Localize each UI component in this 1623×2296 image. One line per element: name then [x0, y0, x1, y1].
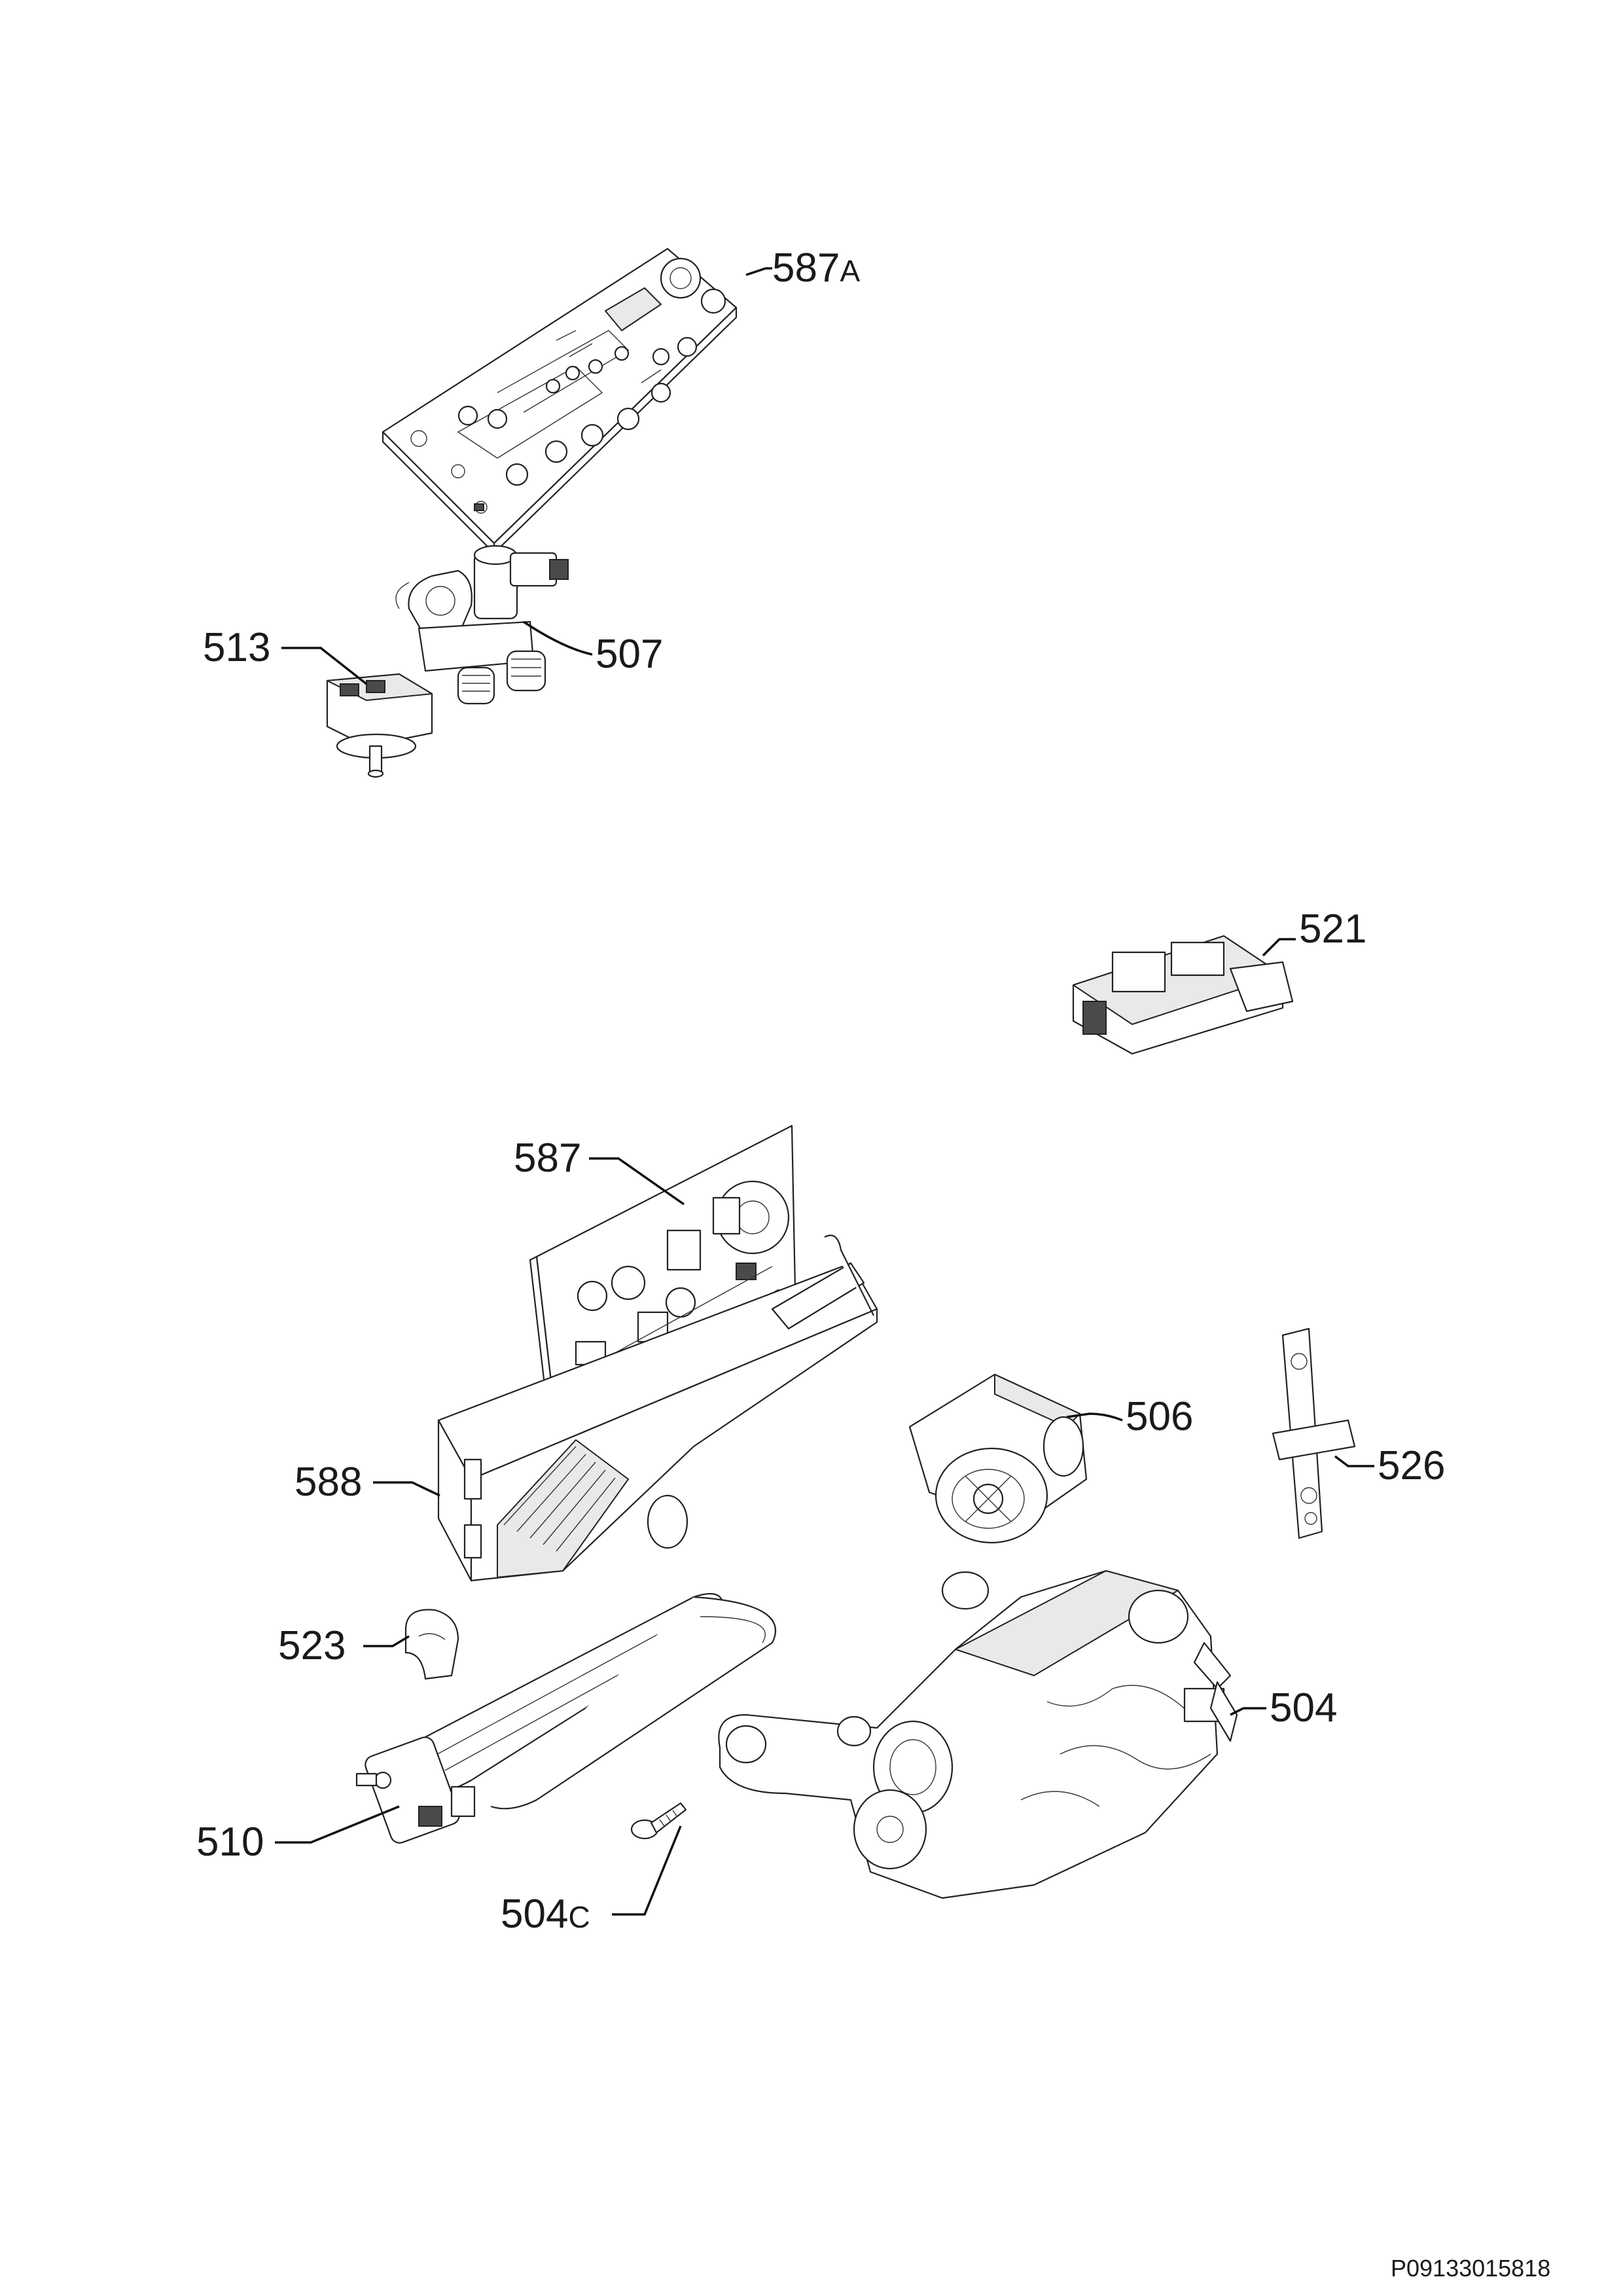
document-number: P09133015818 — [1391, 2255, 1550, 2282]
callout-labels: 587A 513 507 521 587 506 526 588 523 504… — [196, 245, 1445, 1937]
part-506-drain-pump — [908, 1373, 1088, 1544]
leader-587 — [589, 1157, 685, 1206]
part-507-inlet-valve — [395, 545, 569, 705]
part-504c-screw — [630, 1802, 687, 1840]
leader-587a — [745, 267, 772, 276]
part-526-bracket — [1272, 1327, 1356, 1539]
part-504-motor — [718, 1570, 1238, 1899]
callout-507: 507 — [596, 632, 663, 677]
callout-504c: 504C — [501, 1892, 590, 1937]
leader-513 — [281, 647, 368, 685]
part-588-heatsink-fins — [503, 1446, 616, 1552]
leader-lines — [275, 267, 1374, 1916]
callout-521: 521 — [1299, 906, 1366, 952]
part-513-pressure-switch — [326, 673, 433, 778]
leader-510 — [275, 1805, 400, 1844]
part-521-door-interlock — [1072, 935, 1294, 1055]
leader-506 — [1066, 1412, 1123, 1422]
part-587a-buttons — [457, 336, 698, 486]
leader-526 — [1334, 1455, 1374, 1467]
part-507-hose-connectors — [457, 650, 546, 705]
leader-588 — [373, 1481, 440, 1497]
callout-510: 510 — [196, 1820, 264, 1865]
leader-523 — [363, 1635, 410, 1647]
callout-587: 587 — [514, 1136, 581, 1181]
callout-504: 504 — [1270, 1685, 1337, 1731]
callout-588: 588 — [294, 1460, 362, 1505]
callout-513: 513 — [203, 625, 270, 670]
part-587a-interface-board — [382, 247, 738, 554]
leader-507 — [523, 620, 593, 656]
leader-504c — [612, 1825, 682, 1916]
leader-504 — [1230, 1707, 1266, 1716]
callout-587a: 587A — [772, 245, 860, 291]
callout-523: 523 — [278, 1623, 346, 1668]
callout-506: 506 — [1126, 1394, 1193, 1439]
part-523-clip — [404, 1609, 459, 1680]
part-504-wiring — [1020, 1685, 1211, 1807]
leader-521 — [1262, 938, 1296, 957]
part-587-power-board — [529, 1124, 796, 1431]
part-588-board-housing — [437, 1234, 878, 1582]
part-510-heating-element — [355, 1592, 776, 1844]
callout-526: 526 — [1378, 1443, 1445, 1488]
